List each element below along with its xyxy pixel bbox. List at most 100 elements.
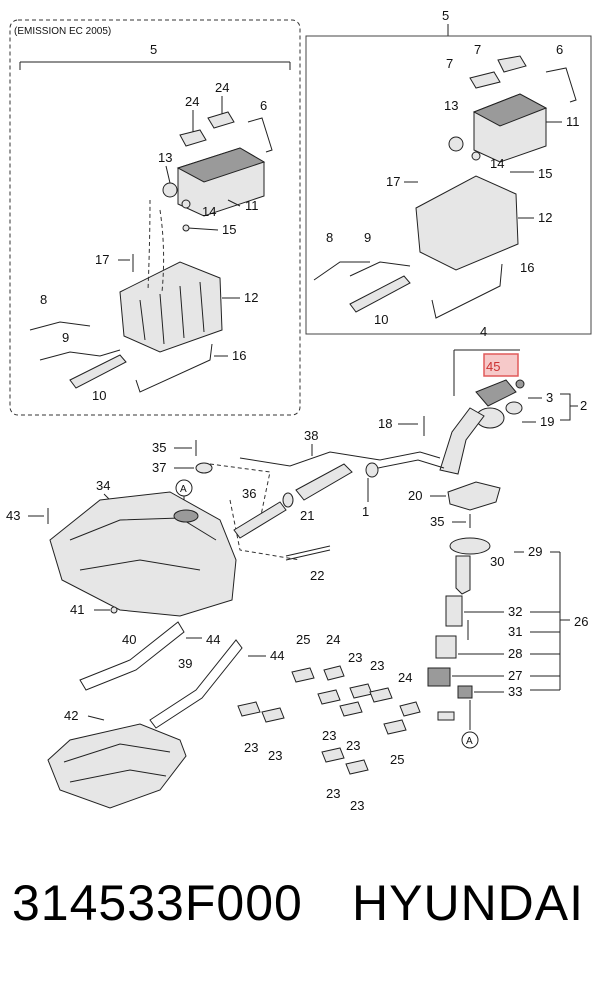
pad-23 — [321, 747, 345, 763]
callout-23-h: 23 — [350, 798, 364, 813]
filler-neck-pipe — [439, 407, 485, 475]
callout-3: 3 — [546, 390, 553, 405]
callout-23-c: 23 — [244, 740, 258, 755]
connector-33 — [457, 685, 473, 699]
callout-25-a: 25 — [296, 632, 310, 647]
callout-28: 28 — [508, 646, 522, 661]
callout-18: 18 — [378, 416, 392, 431]
pump-tube — [455, 555, 471, 595]
callout-23-f: 23 — [346, 738, 360, 753]
pad-24 — [323, 665, 345, 681]
canister-group-right: 5 7 7 6 11 13 14 15 17 12 8 9 10 16 — [305, 8, 592, 335]
tank-group: 38 35 37 21 1 36 22 20 35 34 A — [6, 428, 501, 617]
callout-25-b: 25 — [390, 752, 404, 767]
canister-tray — [119, 261, 223, 353]
callout-24-a: 24 — [185, 94, 199, 109]
pad-23 — [317, 689, 341, 705]
callout-12-left: 12 — [244, 290, 258, 305]
hose-8 — [29, 321, 91, 331]
pad-23 — [339, 701, 363, 717]
callout-43: 43 — [6, 508, 20, 523]
straps-pads-group: 40 44 39 44 25 24 23 23 24 23 23 23 23 2… — [79, 621, 421, 813]
callout-23-b: 23 — [370, 658, 384, 673]
pad-23 — [349, 683, 373, 699]
valve-13 — [162, 182, 178, 198]
callout-13-left: 13 — [158, 150, 172, 165]
callout-12-right: 12 — [538, 210, 552, 225]
callout-45: 45 — [486, 359, 500, 374]
callout-31: 31 — [508, 624, 522, 639]
callout-16-left: 16 — [232, 348, 246, 363]
filter-pad — [469, 71, 501, 89]
callout-14-right: 14 — [490, 156, 504, 171]
pump-filter — [435, 635, 457, 659]
ref-A-bottom: A — [466, 736, 473, 747]
callout-24-c: 24 — [326, 632, 340, 647]
fuel-tank — [49, 491, 237, 617]
mounting-bracket — [135, 343, 213, 393]
pipe-10 — [69, 354, 127, 389]
gasket-20 — [447, 481, 501, 511]
caption-bar: 314533F000 HYUNDAI — [0, 874, 600, 944]
pad-25 — [383, 719, 407, 735]
callout-22: 22 — [310, 568, 324, 583]
pump-flange — [449, 537, 491, 555]
callout-7-right-b: 7 — [446, 56, 453, 71]
callout-26: 26 — [574, 614, 588, 629]
bracket-strap — [247, 117, 273, 153]
mounting-bracket — [431, 263, 503, 319]
callout-42: 42 — [64, 708, 78, 723]
callout-24-d: 24 — [398, 670, 412, 685]
callout-9-left: 9 — [62, 330, 69, 345]
callout-32: 32 — [508, 604, 522, 619]
fuel-pump-group: 30 29 32 26 31 28 27 33 A — [427, 537, 588, 749]
callout-34: 34 — [96, 478, 110, 493]
bracket-strap — [545, 67, 577, 103]
pad-23 — [261, 707, 285, 723]
callout-24-b: 24 — [215, 80, 229, 95]
callout-23-e: 23 — [322, 728, 336, 743]
callout-33: 33 — [508, 684, 522, 699]
filter-pad — [207, 111, 235, 129]
callout-11-left: 11 — [245, 198, 259, 213]
hose-36 — [233, 501, 287, 539]
emission-dashed-frame — [9, 19, 301, 416]
tank-strap-39 — [149, 639, 243, 729]
pad-23 — [369, 687, 393, 703]
valve-13 — [448, 136, 464, 152]
callout-9-right: 9 — [364, 230, 371, 245]
callout-27: 27 — [508, 668, 522, 683]
callout-44-a: 44 — [206, 632, 220, 647]
skid-plate — [47, 723, 187, 809]
callout-11-right: 11 — [566, 114, 580, 129]
pad-25 — [291, 667, 315, 683]
ref-A-top: A — [180, 484, 187, 495]
callout-6-right: 6 — [556, 42, 563, 57]
hose-8 — [313, 261, 370, 281]
filter-pad — [179, 129, 207, 147]
callout-5-left: 5 — [150, 42, 157, 57]
callout-10-left: 10 — [92, 388, 106, 403]
skid-plate-group: 42 — [47, 708, 187, 809]
pump-motor — [445, 595, 463, 627]
hose-9 — [39, 349, 121, 361]
callout-15-right: 15 — [538, 166, 552, 181]
pad-24 — [399, 701, 421, 717]
callout-29: 29 — [528, 544, 542, 559]
pipe-22 — [285, 545, 331, 557]
callout-5-right: 5 — [442, 8, 449, 23]
callout-37: 37 — [152, 460, 166, 475]
vent-hose-38 — [239, 451, 381, 467]
callout-23-a: 23 — [348, 650, 362, 665]
callout-35-bottom: 35 — [430, 514, 444, 529]
callout-16-right: 16 — [520, 260, 534, 275]
pump-sender — [427, 667, 451, 687]
tank-strap-40 — [79, 621, 185, 691]
callout-21: 21 — [300, 508, 314, 523]
filler-neck-group: 4 45 3 2 19 18 — [377, 324, 587, 475]
canister-tray — [415, 175, 519, 271]
brand-name: HYUNDAI — [352, 875, 585, 931]
callout-23-d: 23 — [268, 748, 282, 763]
pad-23 — [345, 759, 369, 775]
callout-7-right-a: 7 — [474, 42, 481, 57]
